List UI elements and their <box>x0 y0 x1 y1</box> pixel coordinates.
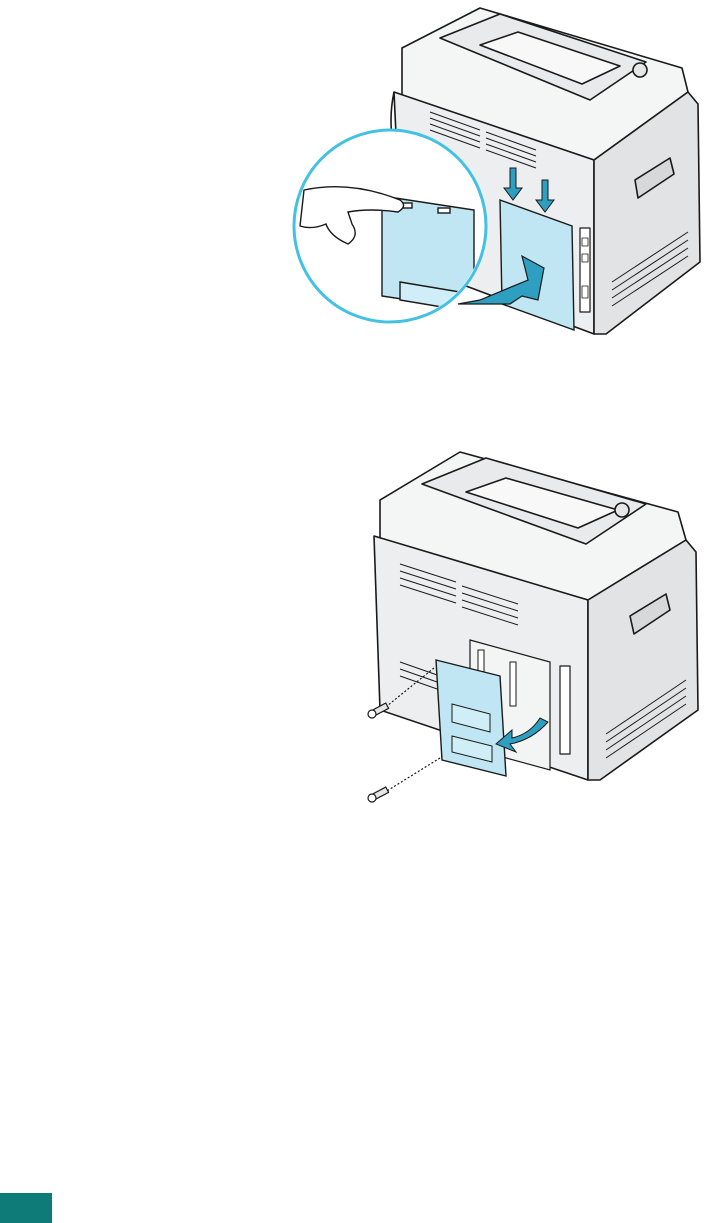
screw-icon <box>368 758 440 802</box>
figure-remove-cover-step <box>290 0 706 345</box>
figure-remove-screws-step <box>360 440 706 815</box>
page-color-tab <box>0 1193 52 1223</box>
